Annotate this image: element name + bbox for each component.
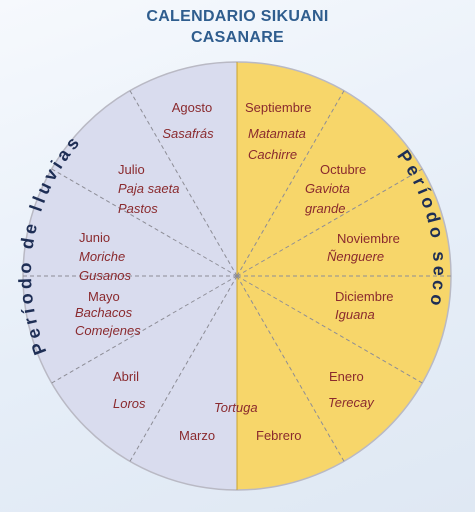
- month-name: Septiembre: [245, 100, 311, 115]
- month-divider: [236, 275, 423, 384]
- month-marzo: Marzo Tortuga: [179, 400, 258, 443]
- month-divider: [51, 275, 238, 384]
- month-name: Noviembre: [337, 231, 400, 246]
- month-name: Diciembre: [335, 289, 394, 304]
- title-line-1: CALENDARIO SIKUANI: [146, 8, 329, 25]
- month-item: Tortuga: [214, 400, 258, 415]
- month-item: Moriche: [79, 249, 125, 264]
- month-name: Julio: [118, 162, 145, 177]
- month-item: Bachacos: [75, 305, 133, 320]
- month-divider: [236, 90, 345, 277]
- month-item: Iguana: [335, 307, 375, 322]
- month-name: Agosto: [172, 100, 212, 115]
- month-julio: Julio Paja saeta Pastos: [118, 162, 179, 216]
- month-divider: [129, 90, 238, 277]
- month-divider: [51, 168, 238, 277]
- month-item: Terecay: [328, 395, 375, 410]
- month-name: Marzo: [179, 428, 215, 443]
- month-item: Ñenguere: [327, 249, 384, 264]
- month-febrero: Febrero: [256, 428, 302, 443]
- month-item: grande: [305, 201, 345, 216]
- month-septiembre: Septiembre Matamata Cachirre: [245, 100, 311, 162]
- month-name: Octubre: [320, 162, 366, 177]
- title-line-2: CASANARE: [190, 29, 285, 46]
- month-name: Febrero: [256, 428, 302, 443]
- month-divider: [236, 168, 423, 277]
- month-item: Gaviota: [305, 181, 350, 196]
- month-item: Paja saeta: [118, 181, 179, 196]
- month-item: Matamata: [248, 126, 306, 141]
- month-item: Cachirre: [248, 147, 297, 162]
- month-enero: Enero Terecay: [328, 369, 375, 410]
- month-item: Sasafrás: [162, 126, 214, 141]
- month-divider: [129, 275, 238, 462]
- title-block: CALENDARIO SIKUANI CASANARE: [0, 6, 475, 48]
- page-footer-fragment: [95, 484, 475, 512]
- month-abril: Abril Loros: [113, 369, 146, 411]
- month-octubre: Octubre Gaviota grande: [305, 162, 366, 216]
- month-name: Mayo: [88, 289, 120, 304]
- month-name: Junio: [79, 230, 110, 245]
- month-name: Abril: [113, 369, 139, 384]
- month-divider: [236, 275, 345, 462]
- month-item: Comejenes: [75, 323, 141, 338]
- month-diciembre: Diciembre Iguana: [335, 289, 394, 322]
- month-dividers: [23, 90, 451, 462]
- month-item: Gusanos: [79, 268, 132, 283]
- month-noviembre: Noviembre Ñenguere: [327, 231, 400, 264]
- month-name: Enero: [329, 369, 364, 384]
- month-junio: Junio Moriche Gusanos: [79, 230, 132, 283]
- month-agosto: Agosto Sasafrás: [162, 100, 214, 141]
- month-item: Loros: [113, 396, 146, 411]
- month-mayo: Mayo Bachacos Comejenes: [75, 289, 141, 338]
- month-item: Pastos: [118, 201, 158, 216]
